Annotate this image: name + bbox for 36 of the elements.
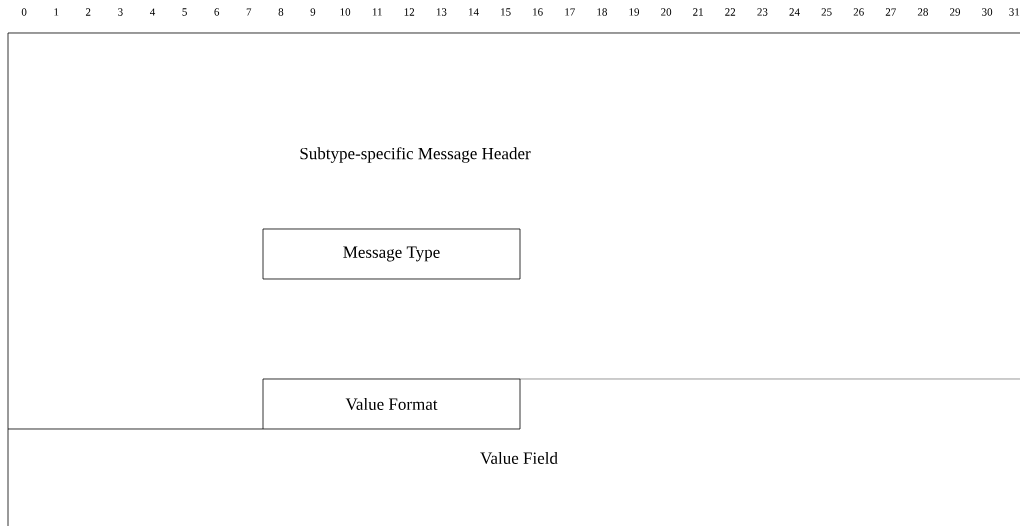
bit-number: 28 (917, 8, 928, 16)
bit-number: 26 (853, 8, 864, 16)
bit-number: 23 (757, 8, 768, 16)
bit-number: 19 (629, 8, 640, 16)
bit-number: 12 (404, 8, 415, 16)
bit-number: 30 (982, 8, 993, 16)
bit-number: 25 (821, 8, 832, 16)
bit-number: 17 (565, 8, 575, 16)
bit-number: 14 (469, 8, 479, 16)
bit-number: 20 (661, 8, 672, 16)
bit-number: 31 (1009, 8, 1020, 16)
bit-number: 16 (533, 8, 543, 16)
bit-number: 2 (85, 8, 91, 16)
bit-number: 4 (150, 8, 156, 16)
bit-number: 13 (436, 8, 447, 16)
bit-number: 10 (340, 8, 351, 16)
bit-number: 5 (182, 8, 187, 16)
bit-number: 7 (246, 8, 252, 16)
bit-number: 11 (372, 8, 382, 16)
field-box: Value Format (262, 378, 521, 430)
bit-number: 9 (310, 8, 316, 16)
field-label: Value Field (480, 451, 558, 464)
bit-number: 6 (214, 8, 220, 16)
bit-number: 1 (54, 8, 59, 16)
bit-number: 15 (501, 8, 511, 16)
bit-number: 21 (693, 8, 703, 16)
field-label: Subtype-specific Message Header (300, 147, 531, 163)
bit-number: 27 (885, 8, 896, 16)
bit-number: 29 (950, 8, 961, 16)
field-box: Message Type (262, 228, 521, 280)
bit-number: 3 (118, 8, 123, 16)
bit-number: 18 (597, 8, 607, 16)
bit-number: 8 (278, 8, 284, 16)
bit-number: 0 (21, 8, 27, 16)
bit-number: 22 (725, 8, 736, 16)
bit-number: 24 (789, 8, 800, 16)
